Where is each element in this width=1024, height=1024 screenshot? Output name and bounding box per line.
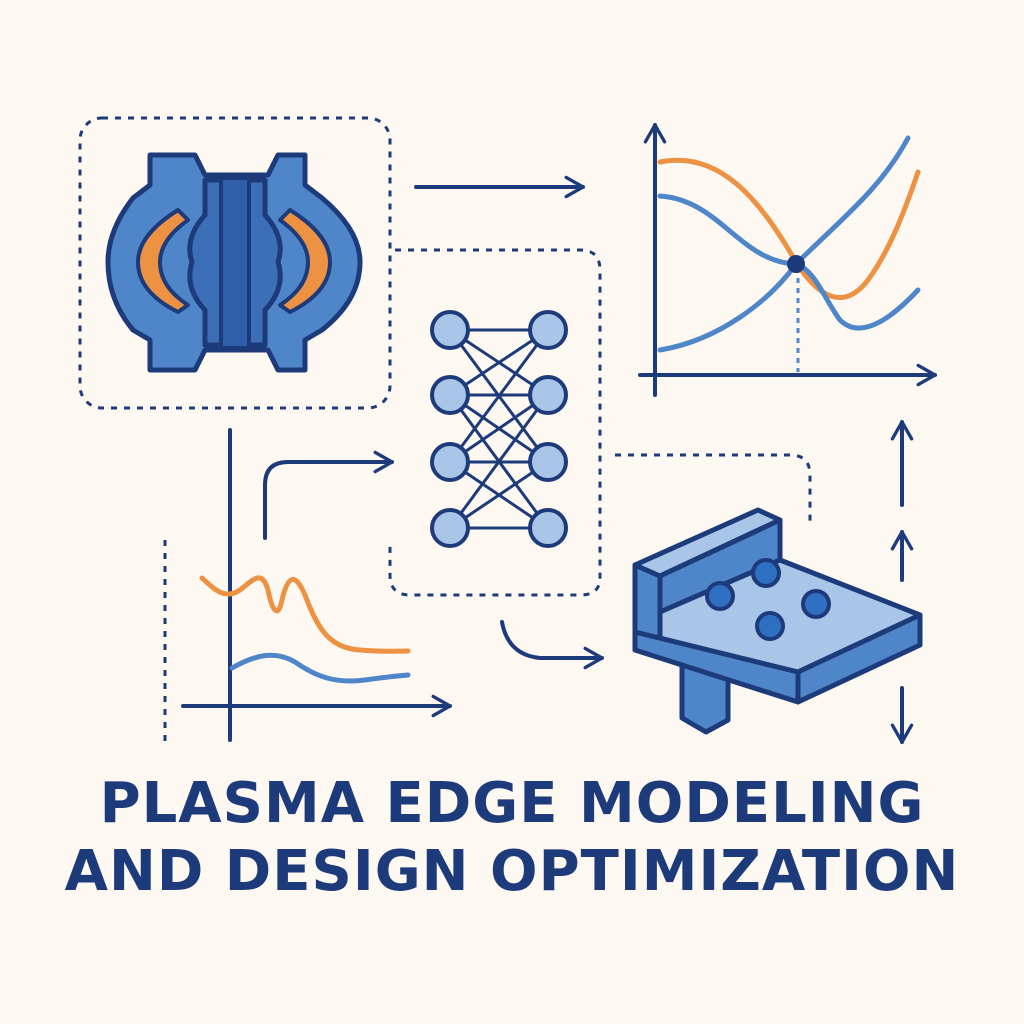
- profile-orange-curve: [199, 575, 411, 654]
- arrow-profiles-to-network: [263, 450, 394, 540]
- network-to-component-dashed: [615, 453, 812, 525]
- diagram-title: PLASMA EDGE MODELING AND DESIGN OPTIMIZA…: [0, 770, 1024, 906]
- edge-profile-plot-icon: [163, 428, 452, 745]
- arrow-network-to-component: [500, 620, 604, 670]
- component-probe: [751, 558, 781, 588]
- nn-node: [430, 508, 470, 548]
- profile-blue-curve: [229, 652, 411, 684]
- network-dashed-frame: [388, 248, 602, 597]
- component-side-face: [795, 612, 923, 705]
- nn-node: [430, 442, 470, 482]
- nn-node: [430, 375, 470, 415]
- nn-node: [528, 508, 568, 548]
- divertor-component-icon: [632, 507, 923, 735]
- optimum-point: [787, 255, 805, 273]
- nn-node: [430, 310, 470, 350]
- title-line-2: AND DESIGN OPTIMIZATION: [64, 839, 960, 904]
- neural-network-icon: [430, 310, 568, 548]
- reactor-dashed-frame: [78, 116, 392, 410]
- component-probe: [755, 611, 785, 641]
- component-probe: [801, 589, 831, 619]
- tokamak-cross-section-icon: [105, 152, 363, 373]
- title-line-1: PLASMA EDGE MODELING: [99, 771, 925, 836]
- optimization-curves-icon: [638, 123, 937, 397]
- curve-blue-descending: [657, 193, 921, 331]
- nn-node: [528, 375, 568, 415]
- nn-node: [528, 310, 568, 350]
- component-probe: [705, 581, 735, 611]
- nn-node: [528, 442, 568, 482]
